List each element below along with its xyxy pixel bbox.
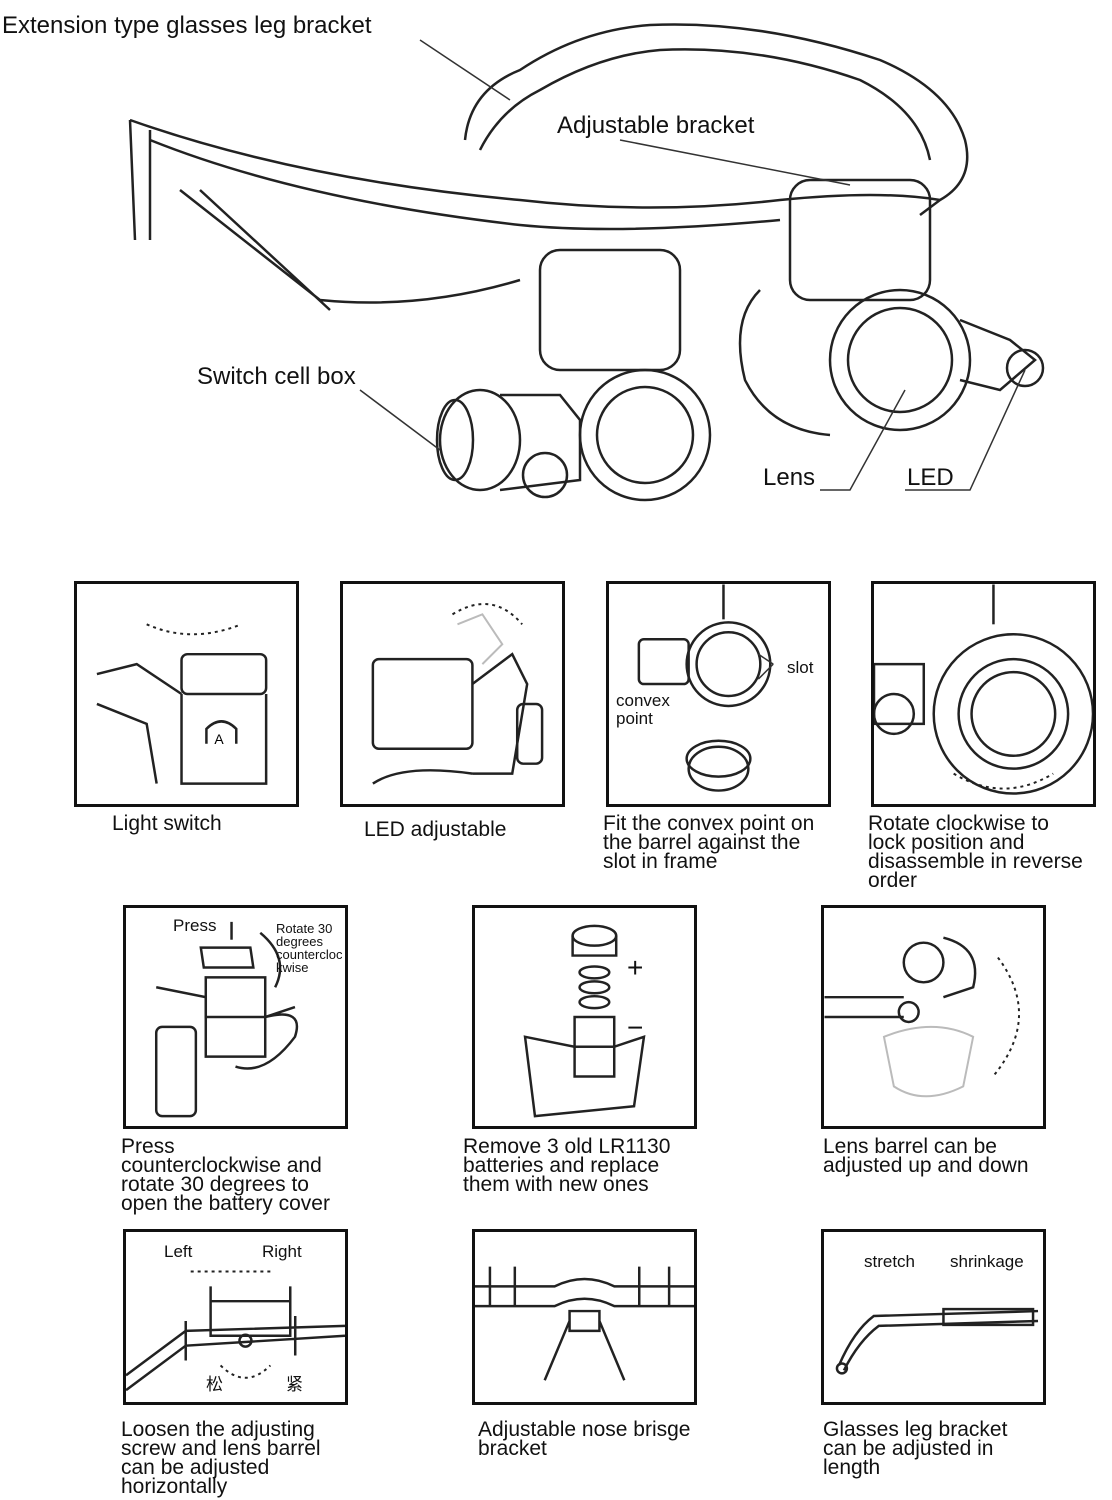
caption-leg-length: Glasses leg bracket can be adjusted in l… (823, 1418, 1008, 1479)
annotation-right: Right (262, 1242, 302, 1261)
panel-leg-length: stretch shrinkage (821, 1229, 1046, 1405)
caption-light-switch: Light switch (112, 812, 222, 835)
annotation-tighten: 紧 (286, 1375, 303, 1395)
minus-sign: − (627, 1012, 644, 1043)
caption-horizontal-adjust: Loosen the adjusting screw and lens barr… (121, 1418, 321, 1498)
caption-fit-convex-point: Fit the convex point on the barrel again… (603, 812, 815, 873)
caption-replace-batteries: Remove 3 old LR1130 batteries and replac… (463, 1135, 671, 1196)
label-adjustable-bracket: Adjustable bracket (557, 112, 755, 139)
annotation-loosen: 松 (206, 1375, 223, 1395)
label-led: LED (907, 464, 954, 491)
annotation-rotate: Rotate 30 degrees countercloc kwise (276, 921, 343, 975)
caption-lens-up-down: Lens barrel can be adjusted up and down (823, 1135, 1029, 1177)
caption-nose-bracket: Adjustable nose brisge bracket (478, 1418, 691, 1460)
caption-led-adjustable: LED adjustable (364, 818, 507, 841)
panel-horizontal-adjust: Left Right 松 紧 (123, 1229, 348, 1405)
svg-text:A: A (214, 731, 224, 747)
panel-lens-up-down (821, 905, 1046, 1129)
caption-battery-cover: Press counterclockwise and rotate 30 deg… (121, 1135, 330, 1215)
annotation-shrinkage: shrinkage (950, 1252, 1024, 1271)
panel-nose-bracket (472, 1229, 697, 1405)
annotation-stretch: stretch (864, 1252, 916, 1271)
panel-battery-cover: Press Rotate 30 degrees countercloc kwis… (123, 905, 348, 1129)
panel-replace-batteries: + − (472, 905, 697, 1129)
annotation-convex-point: convex point (616, 691, 670, 728)
magnifier-glasses-illustration (128, 23, 1045, 502)
label-leg-bracket: Extension type glasses leg bracket (2, 12, 372, 39)
annotation-press: Press (173, 916, 217, 935)
label-lens: Lens (763, 464, 816, 491)
panel-led-adjustable (340, 581, 565, 807)
panel-light-switch: A (74, 581, 299, 807)
annotation-slot: slot (787, 658, 814, 677)
caption-rotate-clockwise: Rotate clockwise to lock position and di… (868, 812, 1083, 892)
panel-fit-convex-point: slot convex point (606, 581, 831, 807)
annotation-left: Left (164, 1242, 193, 1261)
panel-rotate-clockwise (871, 581, 1096, 807)
plus-sign: + (627, 952, 644, 983)
label-switch-cell-box: Switch cell box (197, 363, 356, 390)
